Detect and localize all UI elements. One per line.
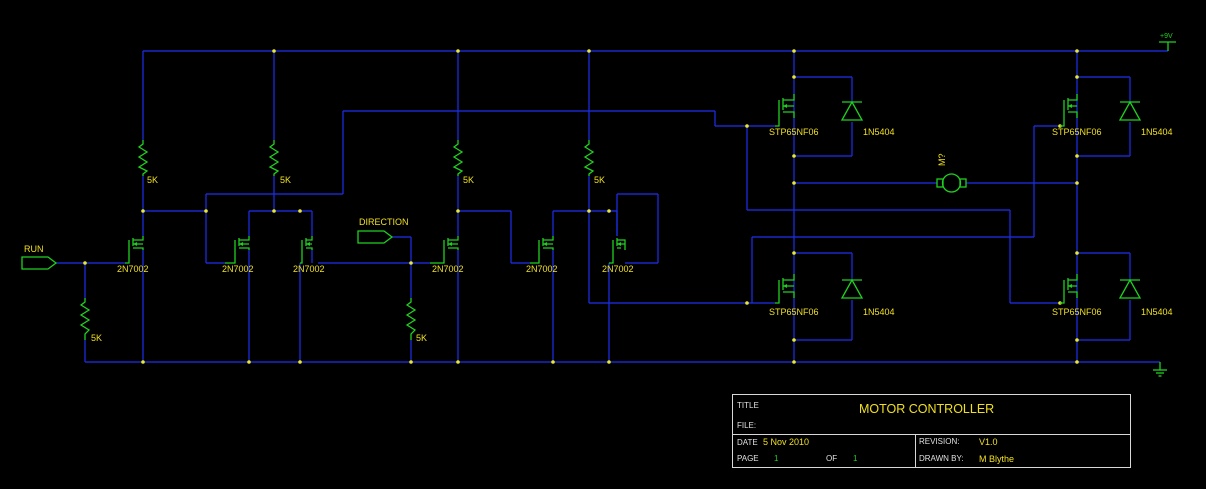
title-label: TITLE <box>737 401 759 410</box>
motor-ref: M? <box>937 153 947 166</box>
junction-dots <box>83 49 1079 364</box>
power-mosfet-q7-label: STP65NF06 <box>769 127 819 137</box>
power-mosfet-q9-label: STP65NF06 <box>1052 127 1102 137</box>
page-label: PAGE <box>737 454 759 463</box>
power-mosfet-q8: STP65NF06 <box>769 274 819 317</box>
mosfet-q4: 2N7002 <box>430 236 464 274</box>
power-mosfet-q8-label: STP65NF06 <box>769 307 819 317</box>
date-value: 5 Nov 2010 <box>763 437 809 447</box>
resistor-r5-value: 5K <box>91 333 102 343</box>
resistor-r3: 5K <box>452 140 474 185</box>
title-block: TITLE MOTOR CONTROLLER FILE: DATE 5 Nov … <box>732 394 1131 468</box>
revision-value: V1.0 <box>979 437 998 447</box>
diode-d2: 1N5404 <box>840 278 895 317</box>
mosfet-q1-label: 2N7002 <box>117 264 149 274</box>
date-label: DATE <box>737 438 758 447</box>
resistor-r4: 5K <box>583 140 605 185</box>
port-run: RUN <box>21 244 58 270</box>
port-direction-label: DIRECTION <box>359 217 409 227</box>
diode-d3-label: 1N5404 <box>1141 127 1173 137</box>
mosfet-q6: 2N7002 <box>602 238 634 274</box>
drawn-by-label: DRAWN BY: <box>919 454 964 463</box>
mosfet-q5-label: 2N7002 <box>526 264 558 274</box>
diode-d4: 1N5404 <box>1118 278 1173 317</box>
drawn-by-value: M Blythe <box>979 454 1014 464</box>
mosfet-q1: 2N7002 <box>117 236 149 274</box>
power-mosfet-q10: STP65NF06 <box>1052 274 1102 317</box>
mosfet-q3-label: 2N7002 <box>293 264 325 274</box>
power-symbol: +9V <box>1159 33 1176 51</box>
diode-d3: 1N5404 <box>1118 100 1173 137</box>
of-label: OF <box>826 454 837 463</box>
mosfet-q2: 2N7002 <box>222 236 254 274</box>
power-mosfet-q9: STP65NF06 <box>1052 94 1102 137</box>
resistor-r1: 5K <box>137 140 158 185</box>
resistor-r2-value: 5K <box>280 175 291 185</box>
resistor-r5: 5K <box>79 298 102 343</box>
mosfet-q6-label: 2N7002 <box>602 264 634 274</box>
power-mosfet-q10-label: STP65NF06 <box>1052 307 1102 317</box>
wires <box>56 50 1168 363</box>
diode-d4-label: 1N5404 <box>1141 307 1173 317</box>
mosfet-q5: 2N7002 <box>526 236 558 274</box>
diode-d1: 1N5404 <box>840 100 895 137</box>
file-label: FILE: <box>737 421 756 430</box>
diode-d2-label: 1N5404 <box>863 307 895 317</box>
motor: M? <box>936 153 967 193</box>
resistor-r1-value: 5K <box>147 175 158 185</box>
of-value: 1 <box>853 454 858 463</box>
resistor-r2: 5K <box>268 140 291 185</box>
mosfet-q3: 2N7002 <box>293 236 325 274</box>
diode-d1-label: 1N5404 <box>863 127 895 137</box>
drawing-title: MOTOR CONTROLLER <box>859 402 994 416</box>
page-value: 1 <box>774 454 779 463</box>
resistor-r4-value: 5K <box>594 175 605 185</box>
resistor-r6-value: 5K <box>416 333 427 343</box>
port-direction: DIRECTION <box>357 217 409 244</box>
port-run-label: RUN <box>24 244 44 254</box>
power-mosfet-q7: STP65NF06 <box>769 94 819 137</box>
ground-symbol <box>1153 362 1167 377</box>
resistor-r3-value: 5K <box>463 175 474 185</box>
resistor-r6: 5K <box>405 298 427 343</box>
power-supply-label: +9V <box>1160 33 1173 40</box>
revision-label: REVISION: <box>919 437 959 446</box>
mosfet-q4-label: 2N7002 <box>432 264 464 274</box>
mosfet-q2-label: 2N7002 <box>222 264 254 274</box>
